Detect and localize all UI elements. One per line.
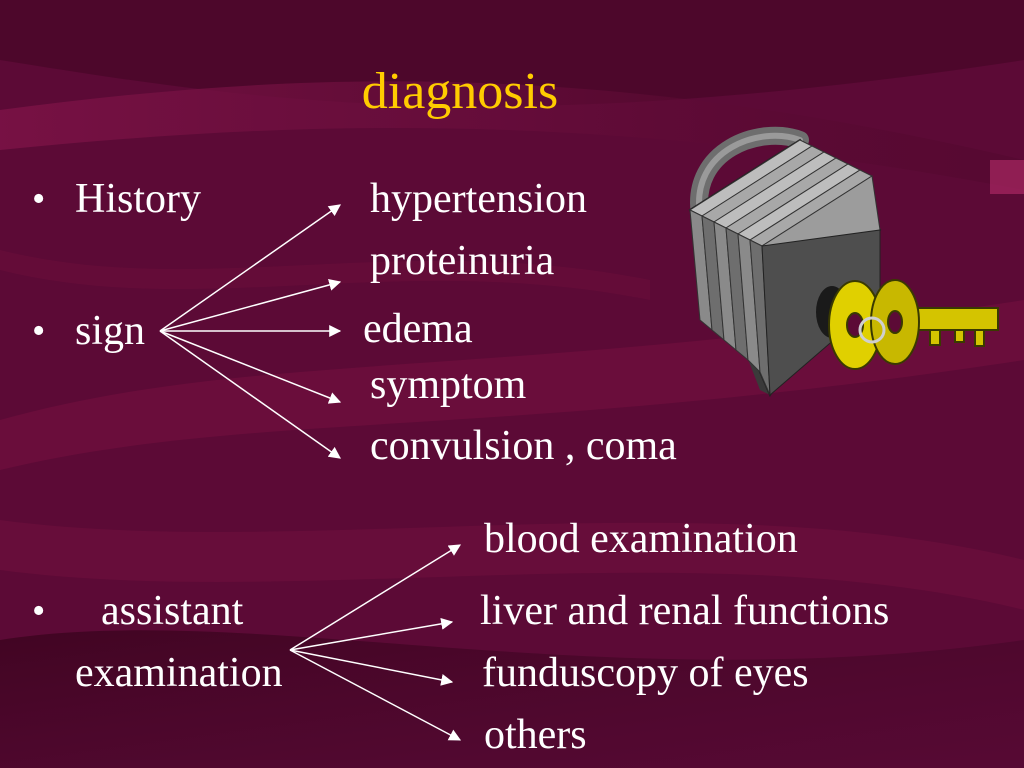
finding-hypertension: hypertension — [370, 176, 587, 222]
arrow-to-others — [289, 649, 462, 741]
sign-label: sign — [75, 308, 146, 354]
arrow-to-blood — [289, 544, 462, 651]
finding-edema: edema — [363, 306, 473, 352]
bullet-assistant: • — [32, 590, 46, 632]
history-label: History — [75, 176, 201, 222]
examination-label: examination — [75, 650, 283, 696]
arrow-to-convulsion — [159, 330, 341, 459]
arrow-to-hypertension — [159, 204, 341, 332]
finding-convulsion-coma: convulsion , coma — [370, 423, 677, 469]
exam-liver-renal: liver and renal functions — [480, 588, 890, 634]
arrow-to-funduscopy — [289, 649, 454, 686]
finding-symptom: symptom — [370, 362, 527, 408]
exam-blood: blood examination — [484, 516, 798, 562]
arrow-to-symptom — [159, 330, 342, 404]
bullet-history: • — [32, 178, 46, 220]
slide-title: diagnosis — [361, 63, 559, 120]
arrow-to-proteinuria — [159, 279, 342, 332]
exam-others: others — [484, 712, 587, 758]
finding-proteinuria: proteinuria — [370, 238, 555, 284]
bullet-sign: • — [32, 310, 46, 352]
exam-funduscopy: funduscopy of eyes — [482, 650, 809, 696]
assistant-label: assistant — [101, 588, 244, 634]
arrow-to-liver — [289, 617, 454, 651]
